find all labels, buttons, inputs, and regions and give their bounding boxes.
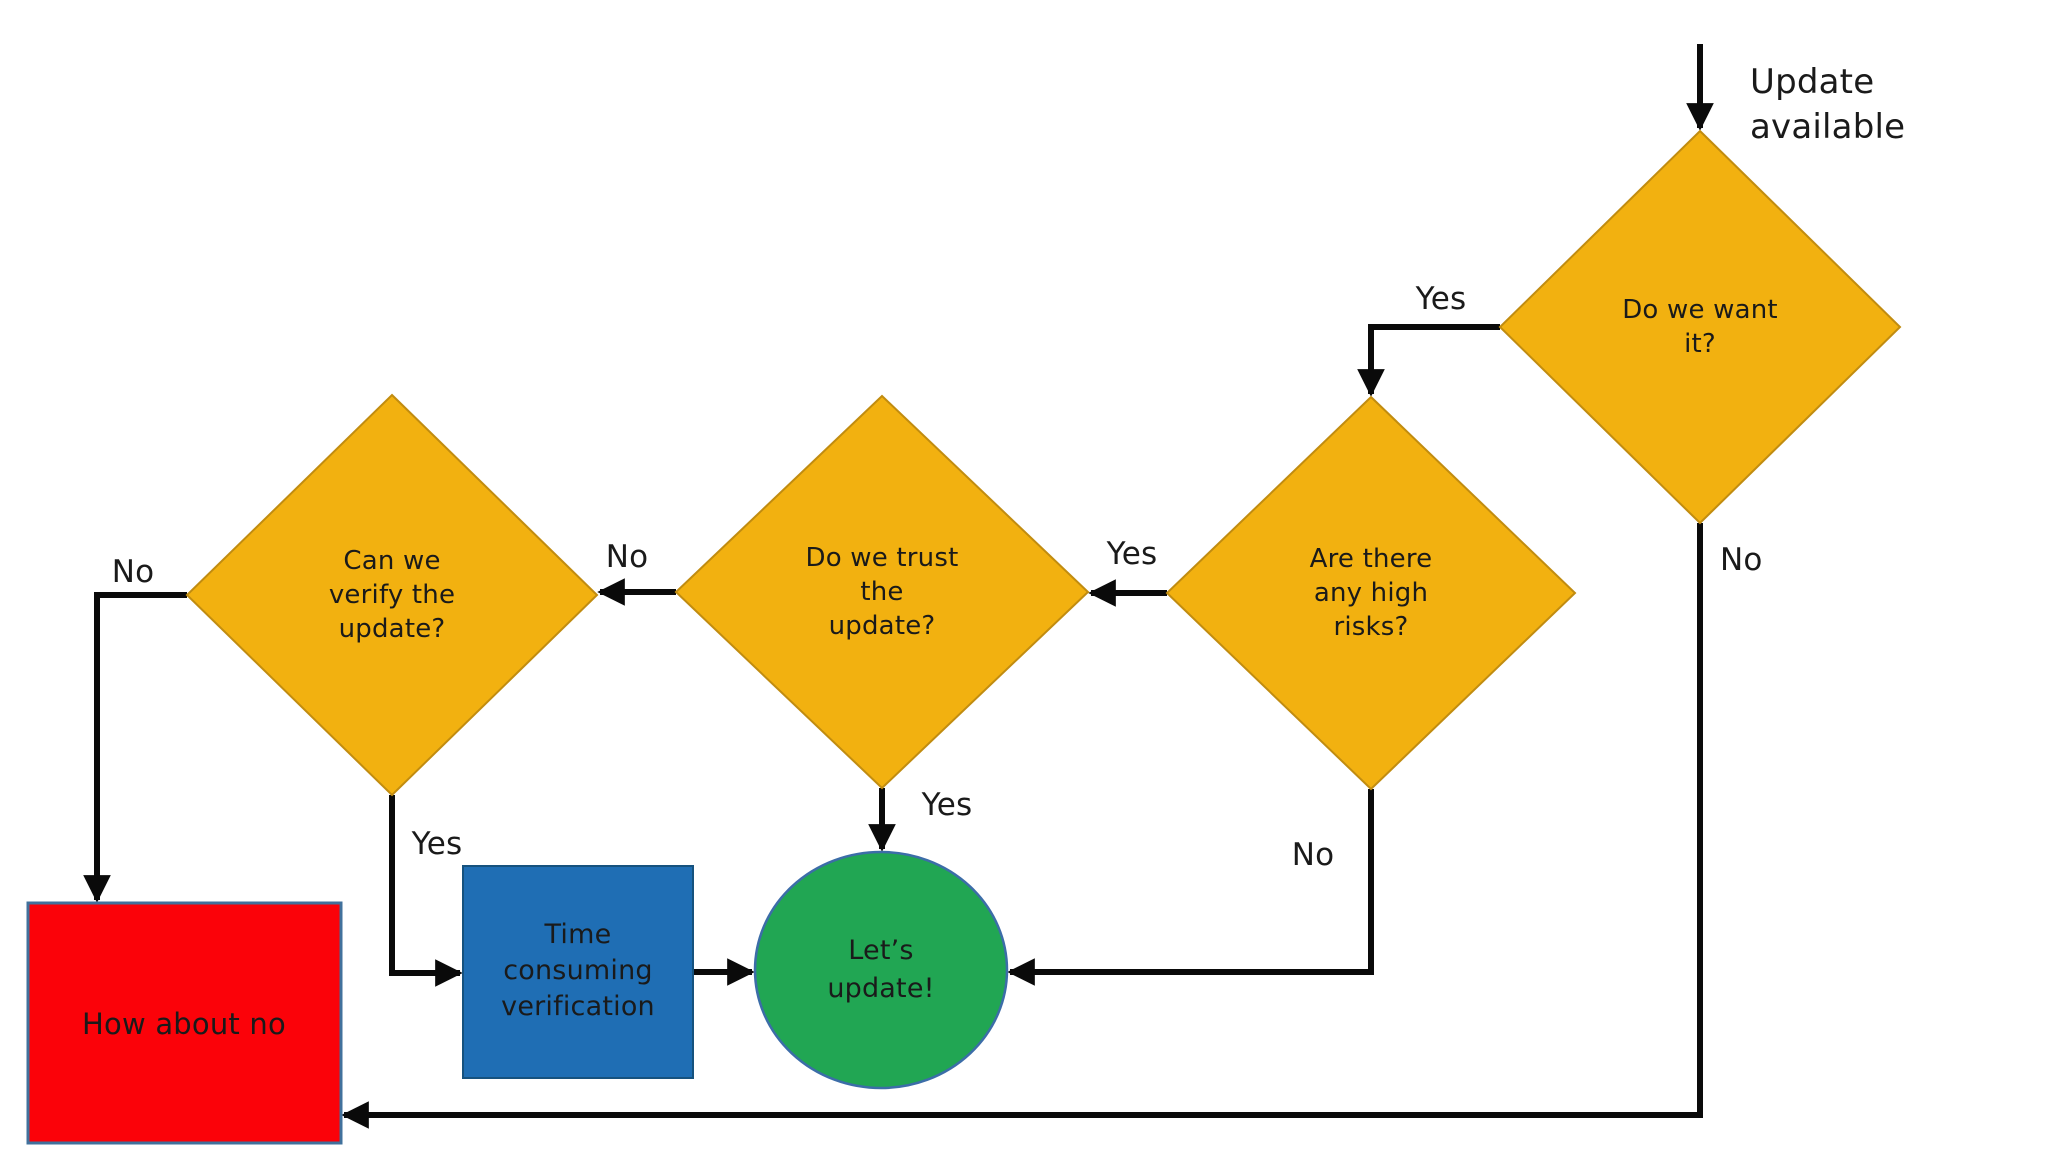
label-line: available [1750, 107, 1906, 147]
edge-label-trust-no: No [605, 539, 649, 575]
edge-want-no-arrow [341, 523, 1703, 1129]
edge-want-yes-arrow [1357, 324, 1500, 397]
label-line: update? [828, 611, 936, 641]
label-line: verify the [328, 580, 456, 610]
label-line: Time [544, 919, 612, 950]
label-line: Do we trust [805, 543, 959, 573]
edge-verify-no-arrow [83, 592, 187, 903]
node-label-want: Do we want it? [1590, 293, 1810, 361]
node-label-verify: Can we verify the update? [282, 544, 502, 646]
edge-label-verify-yes: Yes [411, 826, 463, 862]
label-line: risks? [1333, 612, 1409, 642]
label-line: Can we [343, 546, 441, 576]
node-label-risks: Are there any high risks? [1261, 542, 1481, 644]
edge-label-verify-no: No [111, 554, 155, 590]
label-line: Update [1750, 62, 1875, 102]
label-line: update! [827, 973, 935, 1004]
edge-label-risks-no: No [1291, 837, 1335, 873]
node-label-verification: Time consuming verification [468, 917, 688, 1025]
label-line: the [860, 577, 904, 607]
label-line: any high [1313, 578, 1429, 608]
entry-label: Update available [1750, 60, 2010, 150]
edge-label-trust-yes: Yes [921, 787, 973, 823]
decision-any-high-risks [1165, 395, 1577, 791]
label-line: Let’s [848, 935, 914, 966]
decision-do-we-want-it [1498, 129, 1902, 525]
edge-label-risks-yes: Yes [1106, 536, 1158, 572]
label-line: Do we want [1622, 295, 1778, 325]
edge-label-want-yes: Yes [1415, 281, 1467, 317]
label-line: update? [338, 614, 446, 644]
edge-risks-no-arrow [1007, 789, 1374, 986]
label-line: How about no [82, 1007, 286, 1041]
edge-label-want-no: No [1720, 542, 1763, 578]
process-time-consuming-verification [462, 865, 694, 1079]
label-line: it? [1684, 329, 1716, 359]
label-line: verification [501, 991, 655, 1022]
edges-group [83, 44, 1714, 1129]
node-label-reject: How about no [54, 1006, 314, 1042]
node-label-update: Let’s update! [771, 932, 991, 1008]
edge-verify-yes-arrow [389, 795, 463, 987]
label-line: consuming [503, 955, 653, 986]
terminal-lets-update [753, 850, 1009, 1090]
label-line: Are there [1309, 544, 1433, 574]
node-label-trust: Do we trust the update? [772, 541, 992, 643]
decision-do-we-trust-update [674, 394, 1090, 790]
decision-can-we-verify-update [185, 393, 599, 797]
terminal-how-about-no [26, 901, 343, 1145]
